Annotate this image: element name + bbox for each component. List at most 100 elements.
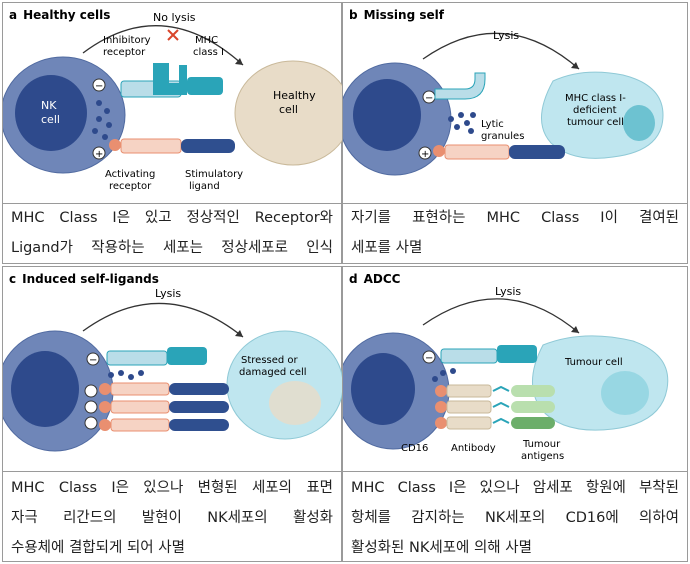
- nk-nucleus: [15, 75, 87, 151]
- granules: [432, 368, 456, 382]
- mhc-label: MHC: [195, 35, 218, 46]
- lytic-granules: [448, 112, 476, 134]
- panel-a-caption: MHC Class I은 있고 정상적인 Receptor와 Ligand가 작…: [3, 203, 341, 263]
- tumour-label-3: tumour cell: [567, 117, 624, 128]
- activating-receptor: [444, 144, 510, 160]
- caption-line: Ligand가 작용하는 세포는 정상세포로 인식: [11, 240, 333, 256]
- lysis-label: Lysis: [495, 285, 521, 298]
- nk-nucleus: [11, 351, 79, 427]
- lysis-arrowhead: [235, 330, 243, 337]
- caption-line: MHC Class I은 있으나 암세포 항원에 부착된: [351, 480, 679, 496]
- mhc-class-i: [153, 63, 187, 95]
- tumour-nucleus: [623, 105, 655, 141]
- granules: [108, 370, 144, 380]
- activating-receptors: [84, 382, 229, 432]
- stressed-label-2: damaged cell: [239, 367, 307, 378]
- tumour-antigens: [511, 385, 555, 429]
- cd16-label: CD16: [401, 443, 428, 454]
- healthy-cell: [234, 60, 343, 166]
- svg-text:−: −: [95, 81, 103, 92]
- caption-line: MHC Class I은 있고 정상적인 Receptor와: [11, 210, 333, 226]
- panel-c-caption: MHC Class I은 있으나 변형된 세포의 표면 자극 리간드의 발현이 …: [3, 473, 341, 563]
- lysis-arrowhead: [571, 62, 579, 69]
- healthy-cell-label: Healthy: [273, 89, 316, 102]
- svg-text:+: +: [421, 149, 429, 160]
- caption-line: 활성화된 NK세포에 의해 사멸: [351, 540, 532, 556]
- stressed-nucleus: [269, 381, 321, 425]
- inhibitory-receptor: [434, 72, 486, 100]
- stimulatory-label-2: ligand: [189, 181, 220, 192]
- nk-label-2: cell: [41, 113, 60, 126]
- inhibitory-receptor: [440, 348, 498, 364]
- nk-label: NK: [41, 99, 57, 112]
- antibody-label: Antibody: [451, 443, 496, 454]
- granules: [92, 100, 112, 140]
- mhc-label-2: class I: [193, 47, 224, 58]
- svg-text:−: −: [425, 353, 433, 364]
- tumour-cell: [532, 335, 669, 431]
- healthy-cell-label-2: cell: [279, 103, 298, 116]
- plus-icon: [418, 146, 432, 160]
- minus-icon: [86, 352, 100, 366]
- no-lysis-label: No lysis: [153, 11, 196, 24]
- tumour-label: MHC class I-: [565, 93, 626, 104]
- lysis-label: Lysis: [493, 29, 519, 42]
- activating-receptor: [120, 138, 182, 154]
- no-lysis-x-icon: [167, 29, 179, 41]
- minus-icon: [422, 350, 436, 364]
- stressed-label: Stressed or: [241, 355, 299, 366]
- caption-line: 항체를 감지하는 NK세포의 CD16에 의하여: [351, 510, 679, 526]
- panel-b-caption: 자기를 표현하는 MHC Class I이 결여된 세포를 사멸: [343, 203, 687, 263]
- svg-text:−: −: [425, 93, 433, 104]
- activating-receptor-head: [109, 139, 121, 151]
- activating-receptor-head: [433, 145, 445, 157]
- lysis-label: Lysis: [155, 287, 181, 300]
- svg-text:+: +: [95, 149, 103, 160]
- antigens-label: Tumour: [522, 439, 561, 450]
- no-lysis-arrowhead: [235, 58, 243, 65]
- caption-line: 세포를 사멸: [351, 240, 423, 256]
- mhc-molecule: [167, 347, 207, 365]
- mhc-molecule: [187, 77, 223, 95]
- stimulatory-label: Stimulatory: [185, 169, 243, 180]
- nk-nucleus: [353, 79, 421, 151]
- antibodies: [492, 385, 510, 424]
- cd16-receptors: [435, 384, 492, 430]
- nk-nucleus: [351, 353, 415, 425]
- lysis-arrow: [422, 32, 580, 70]
- stimulatory-ligand: [181, 139, 235, 153]
- lysis-arrowhead: [571, 326, 579, 333]
- svg-text:−: −: [89, 355, 97, 366]
- caption-line: 자기를 표현하는 MHC Class I이 결여된: [351, 210, 679, 226]
- lytic-label: Lytic: [481, 119, 504, 130]
- mhc-molecule: [497, 345, 537, 363]
- minus-icon: [92, 78, 106, 92]
- lytic-label-2: granules: [481, 131, 524, 142]
- caption-line: MHC Class I은 있으나 변형된 세포의 표면: [11, 480, 333, 496]
- lysis-arrow: [82, 302, 244, 338]
- tumour-label-2: deficient: [573, 105, 617, 116]
- panel-d-caption: MHC Class I은 있으나 암세포 항원에 부착된 항체를 감지하는 NK…: [343, 473, 687, 563]
- inhibitory-label: Inhibitory: [103, 35, 151, 46]
- activating-label-2: receptor: [109, 181, 152, 192]
- caption-line: 수용체에 결합되게 되어 사멸: [11, 540, 185, 556]
- caption-line: 자극 리간드의 발현이 NK세포의 활성화: [11, 510, 333, 526]
- no-lysis-arrow: [82, 25, 244, 66]
- inhibitory-label-2: receptor: [103, 47, 146, 58]
- stimulatory-ligand: [509, 145, 565, 159]
- tumour-label: Tumour cell: [564, 357, 623, 368]
- plus-icon: [92, 146, 106, 160]
